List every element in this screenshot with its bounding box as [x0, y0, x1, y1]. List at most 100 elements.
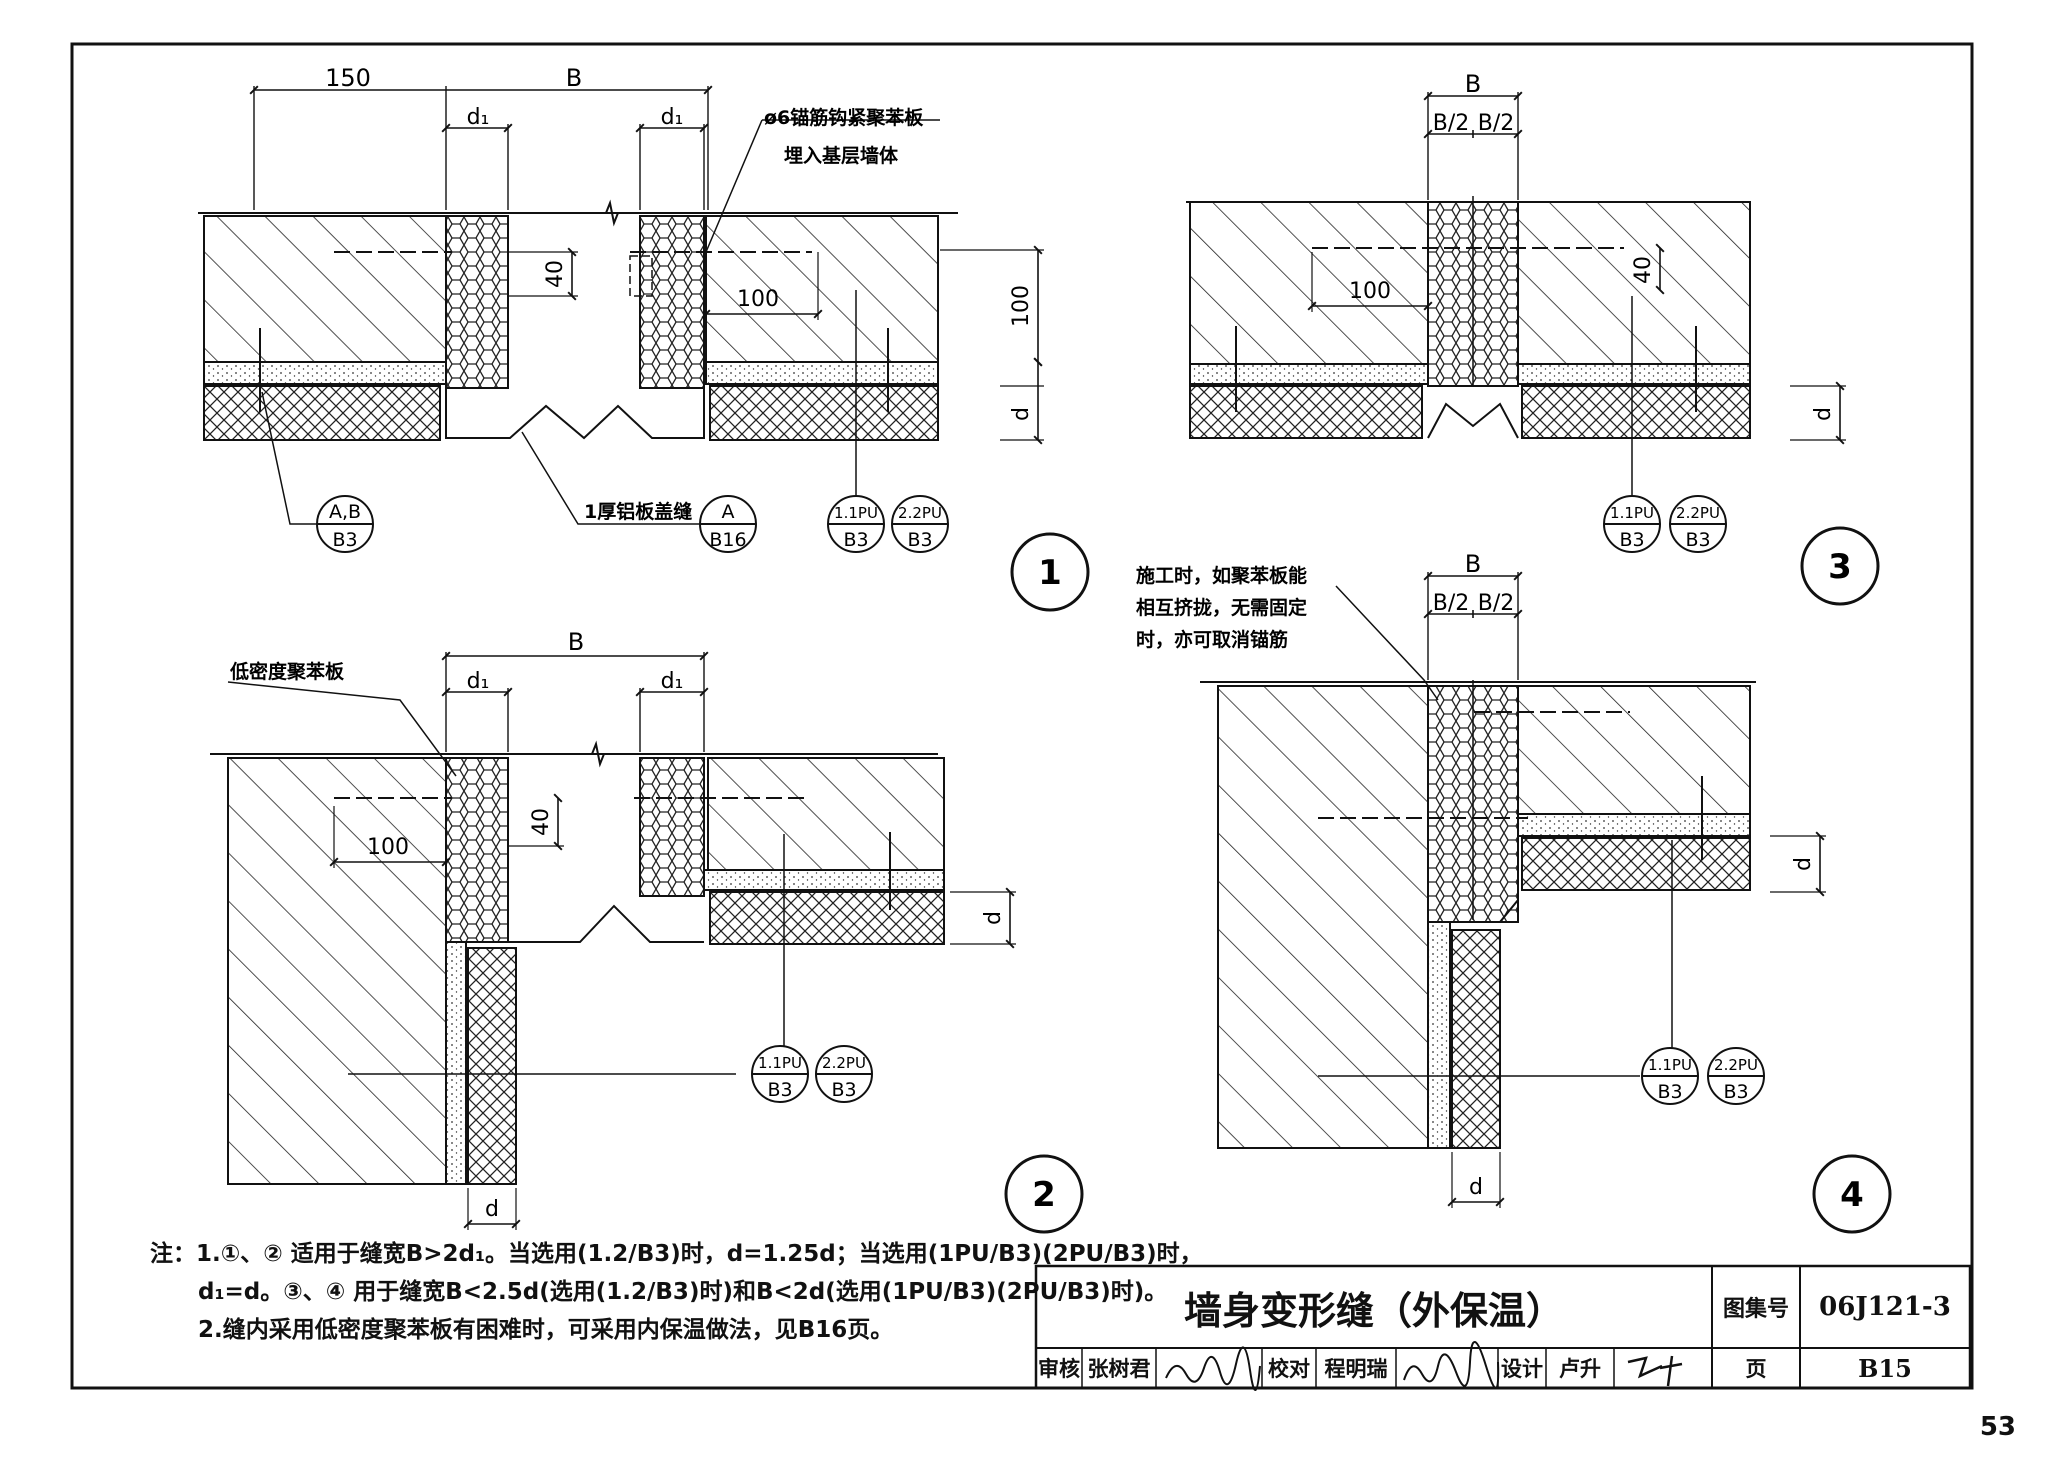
dim-B-half: B/2 [1433, 111, 1470, 136]
svg-text:B3: B3 [1685, 529, 1710, 551]
construction-note-line1: 施工时，如聚苯板能 [1136, 564, 1307, 587]
ref-bubble: A B16 [699, 495, 757, 553]
wall-section [203, 215, 447, 363]
design-label: 设计 [1501, 1357, 1543, 1381]
insulation-board [203, 385, 441, 441]
page-number: B15 [1858, 1353, 1912, 1383]
dim-d: d [485, 1197, 499, 1222]
detail-2: B d₁ d₁ 40 100 d d 低密度聚苯板 [210, 628, 1016, 1230]
svg-text:B3: B3 [907, 529, 932, 551]
svg-text:B3: B3 [767, 1079, 792, 1101]
review-label: 审核 [1038, 1357, 1080, 1381]
dim-B: B [1465, 550, 1481, 578]
detail-number-2: 2 [1004, 1154, 1084, 1234]
title-block: 墙身变形缝（外保温） 图集号 06J121-3 审核 张树君 校对 程明瑞 设计… [1036, 1266, 1966, 1388]
dim-d1: d₁ [467, 669, 490, 694]
detail-number-3: 3 [1800, 526, 1880, 606]
svg-text:B16: B16 [709, 529, 746, 551]
svg-text:B3: B3 [1657, 1081, 1682, 1103]
aluminum-cover [445, 388, 705, 440]
dim-d1: d₁ [467, 105, 490, 130]
polystyrene-board [639, 215, 705, 389]
insulation-board [467, 947, 517, 1185]
dim-100: 100 [737, 287, 779, 312]
insulation-board [709, 891, 945, 945]
dim-B: B [566, 64, 582, 92]
note-line-2: d₁=d。③、④ 用于缝宽B<2.5d(选用(1.2/B3)时)和B<2d(选用… [198, 1279, 1168, 1305]
detail-1: 150 B d₁ d₁ 40 100 100 d ø6锚筋钩紧聚苯板 埋入基层墙… [198, 64, 1044, 525]
low-density-note: 低密度聚苯板 [229, 660, 345, 683]
svg-text:A: A [722, 501, 735, 523]
dim-d: d [981, 911, 1006, 925]
reviewer-name: 张树君 [1087, 1357, 1151, 1381]
dim-100-vertical: 100 [1009, 285, 1034, 327]
dim-B-half: B/2 [1478, 111, 1515, 136]
ref-bubble: 1.1PU B3 [827, 495, 885, 553]
drawing-title: 墙身变形缝（外保温） [1183, 1288, 1564, 1333]
insulation-board [1521, 837, 1751, 891]
detail-number-4: 4 [1812, 1154, 1892, 1234]
svg-text:B3: B3 [1619, 529, 1644, 551]
check-label: 校对 [1268, 1357, 1310, 1381]
svg-text:1.1PU: 1.1PU [758, 1054, 802, 1072]
ref-bubble: 1.1PU B3 [1603, 495, 1661, 553]
polystyrene-board [639, 757, 705, 897]
ref-bubble: 2.2PU B3 [891, 495, 949, 553]
atlas-label: 图集号 [1722, 1297, 1789, 1322]
insulation-board [709, 385, 939, 441]
designer-signature [1627, 1355, 1683, 1387]
svg-text:B3: B3 [1723, 1081, 1748, 1103]
ref-bubble: 2.2PU B3 [815, 1045, 873, 1103]
polystyrene-board [445, 757, 509, 943]
dim-40: 40 [1631, 256, 1656, 284]
svg-text:3: 3 [1828, 547, 1852, 587]
dim-B: B [568, 628, 584, 656]
svg-text:A,B: A,B [329, 501, 361, 523]
sheet-frame [70, 42, 1974, 1390]
svg-text:2.2PU: 2.2PU [898, 504, 942, 522]
dim-d: d [1811, 407, 1836, 421]
svg-text:B3: B3 [843, 529, 868, 551]
svg-text:B3: B3 [332, 529, 357, 551]
dim-B: B [1465, 70, 1481, 98]
dim-100: 100 [1349, 279, 1391, 304]
reviewer-signature [1165, 1346, 1261, 1391]
sheet-number: 53 [1979, 1412, 2016, 1442]
insulation-board [1521, 385, 1751, 439]
anchor-note-line2: 埋入基层墙体 [784, 144, 899, 167]
checker-name: 程明瑞 [1324, 1357, 1388, 1381]
wall-section [705, 215, 939, 363]
dim-d1: d₁ [661, 669, 684, 694]
ref-bubble: 1.1PU B3 [1641, 1047, 1699, 1105]
detail-number-1: 1 [1010, 532, 1090, 612]
note-line-3: 2.缝内采用低密度聚苯板有困难时，可采用内保温做法，见B16页。 [198, 1317, 894, 1343]
svg-text:1.1PU: 1.1PU [834, 504, 878, 522]
ref-bubble: 2.2PU B3 [1669, 495, 1727, 553]
detail-4: B B/2 B/2 d d 施工时，如聚苯板能 相互挤拢，无需固定 时，亦可取消… [1136, 550, 1826, 1208]
designer-name: 卢升 [1559, 1357, 1601, 1381]
dim-d: d [1791, 857, 1816, 871]
ref-bubble: 1.1PU B3 [751, 1045, 809, 1103]
ref-bubble: A,B B3 [316, 495, 374, 553]
title-block-grid [1034, 1264, 1972, 1391]
dim-d1: d₁ [661, 105, 684, 130]
page-label: 页 [1745, 1357, 1767, 1381]
svg-text:2: 2 [1032, 1175, 1056, 1215]
atlas-number: 06J121-3 [1819, 1292, 1951, 1322]
svg-text:1.1PU: 1.1PU [1610, 504, 1654, 522]
dim-40: 40 [529, 808, 554, 836]
dim-d: d [1009, 407, 1034, 421]
insulation-board [1451, 929, 1501, 1149]
dim-B-half: B/2 [1433, 591, 1470, 616]
dim-d: d [1469, 1175, 1483, 1200]
svg-text:2.2PU: 2.2PU [822, 1054, 866, 1072]
construction-note-line3: 时，亦可取消锚筋 [1136, 628, 1288, 651]
svg-text:2.2PU: 2.2PU [1676, 504, 1720, 522]
dim-100: 100 [367, 835, 409, 860]
insulation-board [1189, 385, 1423, 439]
dim-40: 40 [543, 260, 568, 288]
svg-text:1: 1 [1038, 553, 1062, 593]
svg-text:4: 4 [1840, 1175, 1864, 1215]
notes: 注：1.①、② 适用于缝宽B>2d₁。当选用(1.2/B3)时，d=1.25d；… [150, 1235, 1203, 1349]
